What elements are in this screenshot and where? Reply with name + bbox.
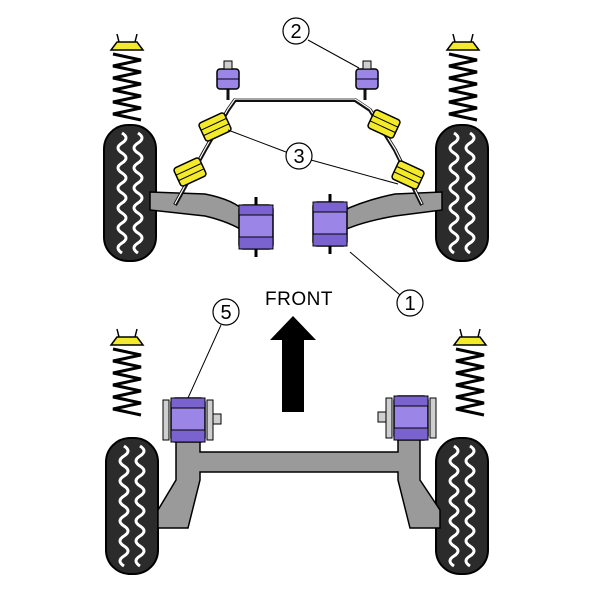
front-left-lower-arb-bush [172,156,208,188]
front-right-control-arm [339,191,443,234]
rear-twist-beam [157,429,441,529]
front-left-spring [109,32,145,122]
callout-1: 1 [349,251,424,317]
front-label: FRONT [265,289,333,310]
callout-3-number: 3 [293,146,304,168]
front-left-upper-arb-bush [197,111,233,143]
rear-left-spring [109,327,145,417]
front-left-wheel [102,123,158,263]
callout-1-number: 1 [404,293,415,315]
front-left-wishbone-bush [238,204,274,250]
rear-left-wheel [104,436,160,576]
callout-5-number: 5 [220,302,231,324]
front-direction-arrow [270,316,316,412]
callout-2: 2 [282,17,360,69]
front-right-spring [445,32,481,122]
front-left-control-arm [149,191,246,234]
callout-2-number: 2 [290,21,301,43]
rear-left-beam-bush [170,397,206,443]
callout-3: 3 [227,129,399,185]
front-left-drop-link-bush [216,60,240,90]
front-right-wheel [434,123,490,263]
front-right-wishbone-bush [312,201,348,247]
rear-right-spring [452,327,488,417]
rear-axle-assembly [104,327,490,576]
rear-right-beam-bush [393,395,429,441]
front-right-drop-link-bush [355,60,379,90]
callout-5: 5 [187,298,240,399]
rear-right-wheel [434,436,490,576]
front-right-lower-arb-bush [390,159,426,191]
front-axle-assembly [102,32,490,263]
